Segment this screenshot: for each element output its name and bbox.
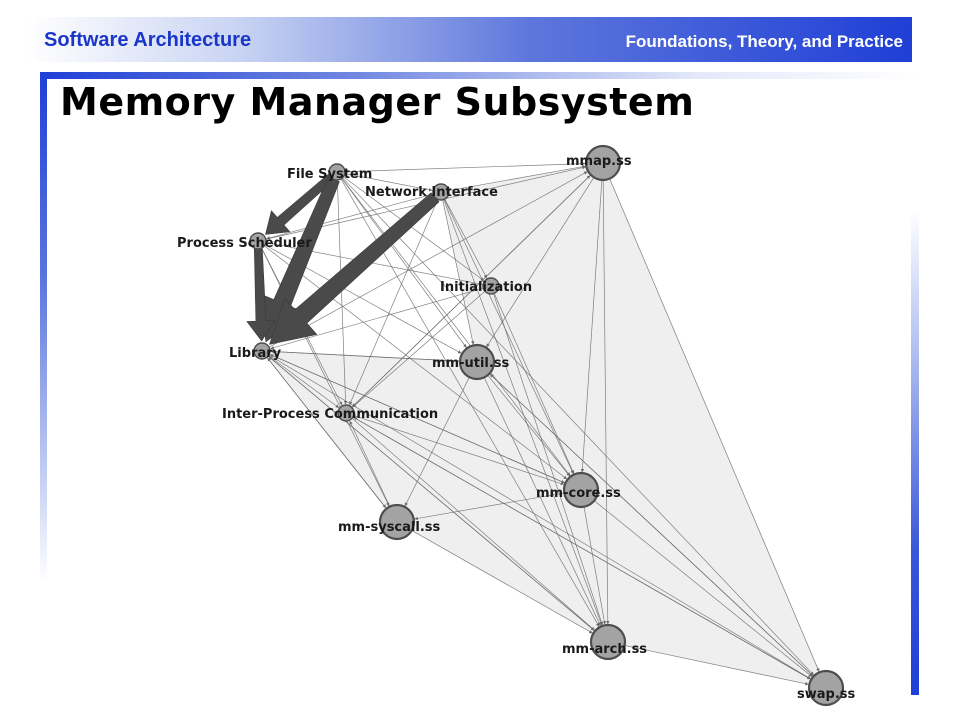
node-label-initialization: Initialization xyxy=(440,280,532,295)
strong-edge-process_scheduler-to-library xyxy=(246,248,276,342)
node-label-process_scheduler: Process Scheduler xyxy=(177,236,312,251)
edge-swap-to-mm_util xyxy=(489,374,814,677)
edge-mmap-to-ipc xyxy=(352,174,592,407)
node-mm_util xyxy=(458,343,496,381)
node-label-mm_core: mm-core.ss xyxy=(536,486,621,501)
edge-network_interface-to-process_scheduler xyxy=(266,193,434,240)
course-subtitle: Foundations, Theory, and Practice xyxy=(625,32,903,51)
edge-mm_core-to-mm_syscall xyxy=(414,492,565,521)
node-ipc xyxy=(337,404,355,422)
edge-file_system-to-swap xyxy=(342,177,814,676)
edge-file_system-to-network_interface xyxy=(344,173,433,192)
edge-network_interface-to-mm_util xyxy=(442,199,475,345)
edge-mm_syscall-to-library xyxy=(267,357,387,509)
edge-mmap-to-mm_core xyxy=(580,179,603,473)
edge-file_system-to-mm_util xyxy=(341,178,467,348)
edge-mm_syscall-to-mm_arch xyxy=(411,530,593,634)
node-network_interface xyxy=(432,183,450,201)
edge-library-to-ipc xyxy=(268,355,340,408)
edge-library-to-mmap xyxy=(268,171,588,348)
node-label-mmap: mmap.ss xyxy=(566,154,632,169)
node-label-mm_syscall: mm-syscall.ss xyxy=(338,520,441,535)
edge-mm_util-to-mm_arch xyxy=(483,377,601,627)
edge-network_interface-to-mm_core xyxy=(444,199,574,475)
edge-file_system-to-mmap xyxy=(344,161,586,173)
edge-mm_util-to-library xyxy=(270,349,461,362)
edge-initialization-to-mm_core xyxy=(493,293,575,474)
node-label-ipc: Inter-Process Communication xyxy=(222,407,438,422)
edge-library-to-swap xyxy=(268,354,811,680)
node-mmap xyxy=(584,144,622,182)
node-label-library: Library xyxy=(229,346,282,361)
node-label-swap: swap.ss xyxy=(797,687,856,702)
edge-mmap-to-mm_util xyxy=(486,177,595,348)
node-process_scheduler xyxy=(249,232,267,250)
edge-file_system-to-mm_core xyxy=(341,178,571,476)
edge-mm_core-to-library xyxy=(269,354,566,484)
edge-file_system-to-ipc xyxy=(336,179,348,405)
strong-edge-network_interface-to-library xyxy=(269,192,440,345)
edge-ipc-to-mm_arch xyxy=(351,418,595,631)
edge-process_scheduler-to-mm_core xyxy=(264,245,568,480)
node-swap xyxy=(807,669,845,707)
edge-network_interface-to-mm_arch xyxy=(443,199,603,626)
edge-mm_util-to-mm_core xyxy=(487,374,570,477)
edge-mm_syscall-to-ipc xyxy=(349,420,391,507)
edge-mm_util-to-mm_syscall xyxy=(404,377,470,507)
edge-mmap-to-swap xyxy=(609,178,820,672)
edge-initialization-to-mm_arch xyxy=(493,293,604,626)
left-rule xyxy=(40,72,47,582)
node-initialization xyxy=(482,277,500,295)
top-rule xyxy=(40,72,920,79)
edge-mm_arch-to-swap xyxy=(624,645,809,686)
cluster-hull xyxy=(441,163,603,490)
page-title: Memory Manager Subsystem xyxy=(60,80,695,124)
edge-initialization-to-library xyxy=(270,287,484,350)
node-label-mm_arch: mm-arch.ss xyxy=(562,642,647,657)
edge-file_system-to-mm_arch xyxy=(340,178,600,627)
node-mm_arch xyxy=(589,623,627,661)
node-library xyxy=(253,342,271,360)
edge-mm_core-to-swap xyxy=(594,500,813,677)
edge-mm_core-to-mm_arch xyxy=(583,506,607,625)
node-label-mm_util: mm-util.ss xyxy=(432,356,510,371)
right-rule xyxy=(911,210,919,695)
node-mm_syscall xyxy=(378,503,416,541)
edge-swap-to-ipc xyxy=(353,417,812,680)
edge-mm_arch-to-library xyxy=(268,356,596,632)
node-file_system xyxy=(328,163,346,181)
course-title: Software Architecture xyxy=(44,29,252,51)
node-mm_core xyxy=(562,471,600,509)
edge-initialization-to-ipc xyxy=(352,291,486,408)
node-label-file_system: File System xyxy=(287,167,372,182)
node-label-network_interface: Network Interface xyxy=(365,185,498,200)
edge-network_interface-to-mmap xyxy=(448,165,586,191)
edge-file_system-to-initialization xyxy=(343,176,485,281)
header-bar xyxy=(0,17,912,62)
edge-mmap-to-mm_arch xyxy=(602,179,610,625)
edge-network_interface-to-ipc xyxy=(349,199,439,406)
